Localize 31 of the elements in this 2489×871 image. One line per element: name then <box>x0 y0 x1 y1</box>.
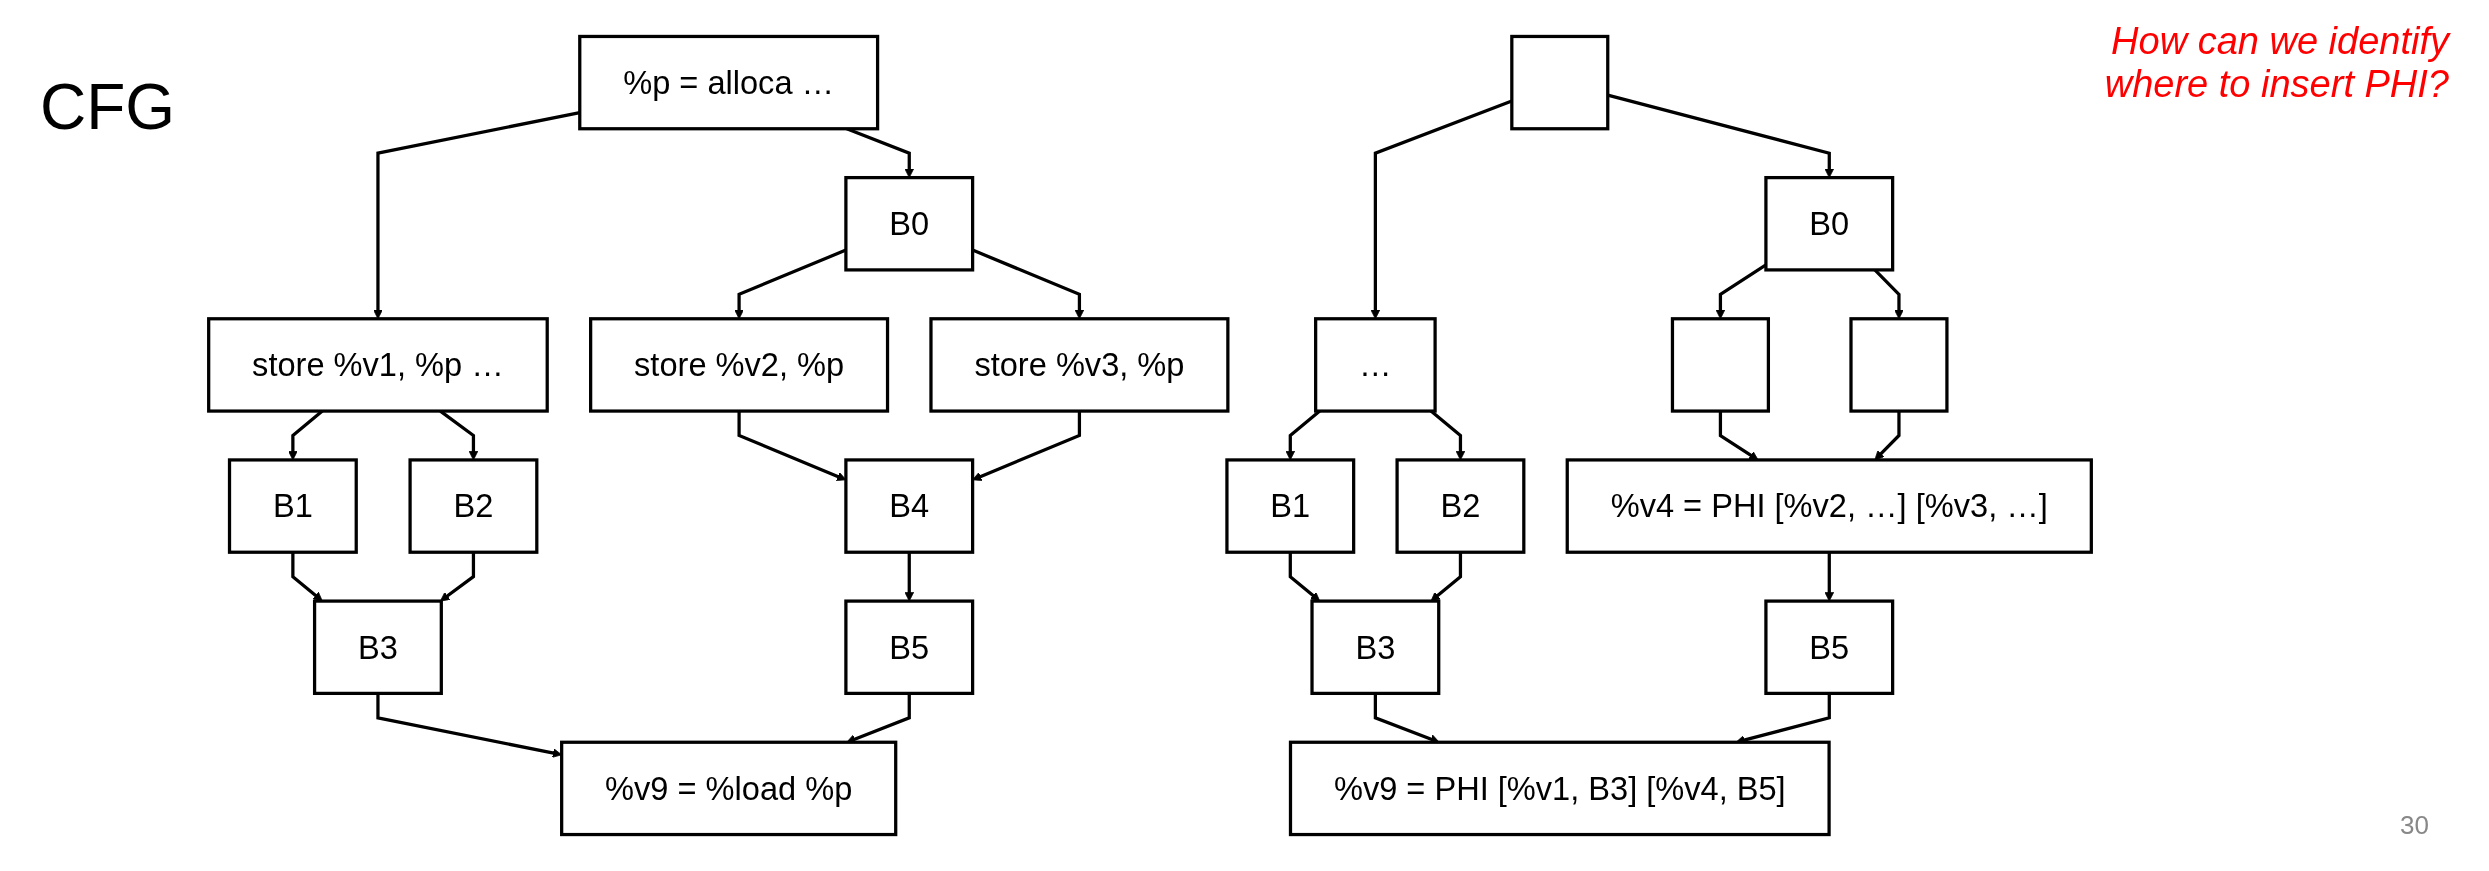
arrow <box>904 552 915 602</box>
node-box: … <box>1314 317 1437 413</box>
arrow <box>1430 552 1463 602</box>
node-box: B1 <box>227 458 358 554</box>
node-box: B4 <box>844 458 975 554</box>
node-box: B5 <box>1764 599 1895 695</box>
node-box: store %v3, %p <box>929 317 1230 413</box>
node-box: %p = alloca … <box>578 34 880 131</box>
node-box <box>1849 317 1949 413</box>
node-box: %v4 = PHI [%v2, …] [%v3, …] <box>1565 458 2093 554</box>
node-box: B3 <box>312 599 443 695</box>
arrow <box>1824 552 1835 602</box>
node-box: %v9 = PHI [%v1, B3] [%v4, B5] <box>1288 740 1831 837</box>
arrow <box>291 552 323 602</box>
node-box <box>1670 317 1771 413</box>
heading: CFG <box>40 70 176 144</box>
arrow <box>1288 552 1321 602</box>
question-note: How can we identify where to insert PHI? <box>2103 20 2449 106</box>
node-box: store %v1, %p … <box>207 317 549 413</box>
node-box: B0 <box>844 176 975 272</box>
node-box <box>1510 34 1610 131</box>
node-box: %v9 = %load %p <box>560 740 898 837</box>
node-box: B2 <box>1395 458 1526 554</box>
arrow <box>439 552 476 602</box>
node-box: B2 <box>408 458 539 554</box>
node-box: B1 <box>1225 458 1356 554</box>
node-box: B0 <box>1764 176 1895 272</box>
node-box: B3 <box>1310 599 1441 695</box>
node-box: B5 <box>844 599 975 695</box>
page-number: 30 <box>2400 810 2429 841</box>
node-box: store %v2, %p <box>589 317 890 413</box>
